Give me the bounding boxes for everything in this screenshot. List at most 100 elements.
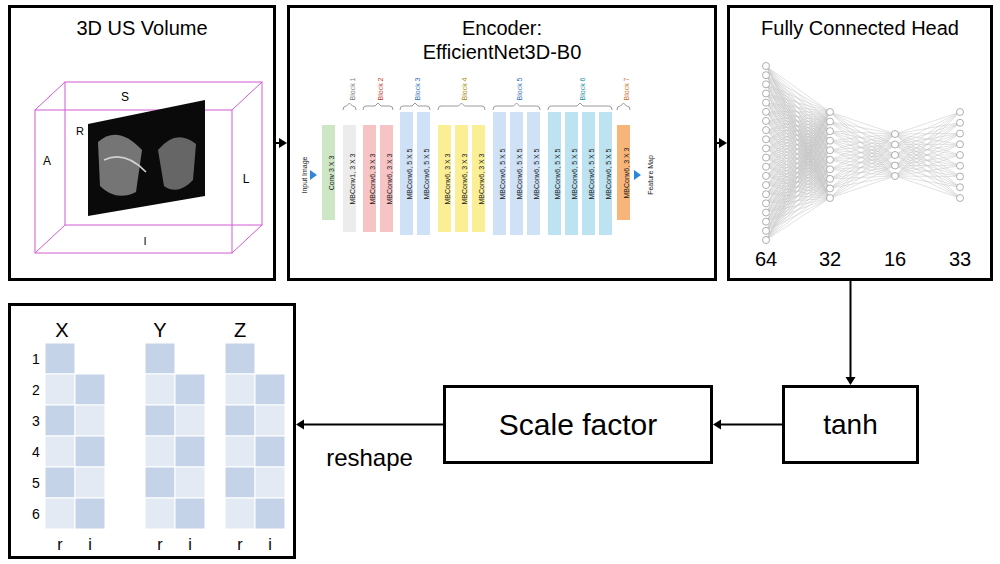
grid-cell — [45, 436, 75, 467]
block-brackets — [343, 103, 630, 110]
nn-weight — [830, 145, 895, 160]
nn-weight — [830, 176, 895, 188]
nn-neuron — [892, 162, 899, 169]
label-anchor: 2 — [32, 381, 40, 399]
nn-weight — [830, 134, 895, 141]
layer-bar: MBConv6, 3 X 3 — [617, 125, 630, 220]
label-anchor: r — [57, 536, 62, 554]
nn-neuron — [763, 108, 770, 115]
nn-weight — [830, 122, 895, 176]
nn-neuron — [763, 72, 770, 79]
node-text: MBConv6, 3 X 3 — [444, 153, 451, 204]
nn-weight — [766, 141, 830, 240]
text-anchor: MBConv6, 5 X 5 — [398, 148, 416, 199]
part-label: 5 — [32, 475, 40, 491]
layer-bar: MBConv6, 5 X 5 — [510, 112, 523, 235]
label-anchor: Block 4 — [453, 78, 471, 101]
part-label: i — [188, 536, 192, 553]
grid-cell — [145, 374, 175, 405]
grid-cell — [45, 498, 75, 529]
nn-neuron — [763, 227, 770, 234]
nn-weight — [895, 123, 960, 176]
grid-cell — [225, 467, 255, 498]
label-anchor: I — [142, 231, 147, 249]
block-label: Block 6 — [579, 78, 586, 101]
label-anchor: i — [188, 536, 192, 554]
label-anchor: 32 — [819, 249, 841, 270]
nn-neuron — [827, 109, 834, 116]
nn-weight — [895, 112, 960, 176]
nn-weight — [766, 112, 830, 240]
label-anchor: Block 1 — [341, 78, 359, 101]
grid-cell — [225, 405, 255, 436]
ultrasound-slice — [88, 100, 205, 216]
bracket — [363, 103, 393, 110]
grid-cell — [75, 405, 105, 436]
part-label: I — [142, 235, 147, 247]
part-label: R — [75, 125, 85, 137]
label-anchor: i — [88, 536, 92, 554]
arrowhead — [713, 420, 721, 430]
nn-neuron — [827, 118, 834, 125]
node-text: X — [55, 319, 68, 341]
panel-box: Fully Connected Head — [727, 5, 993, 281]
nn-weight — [830, 166, 895, 199]
label-anchor: r — [237, 536, 242, 554]
part-label: i — [268, 536, 272, 553]
bracket — [548, 103, 612, 110]
nn-neuron — [957, 195, 964, 202]
nn-weight — [766, 112, 830, 222]
nn-weight — [830, 155, 895, 188]
node-text: MBConv6, 3 X 3 — [386, 153, 393, 204]
ultrasound-plane — [88, 100, 205, 216]
ultrasound-echo — [104, 157, 146, 172]
text-anchor: MBConv6, 5 X 5 — [491, 148, 509, 199]
label-anchor: 5 — [32, 474, 40, 492]
nn-weight — [895, 166, 960, 199]
text-anchor: MBConv6, 3 X 3 — [436, 153, 454, 204]
part-label: 4 — [32, 444, 40, 460]
layer-bar: MBConv1, 3 X 3 — [343, 125, 356, 232]
text-anchor: MBConv6, 5 X 5 — [546, 148, 564, 199]
arrow-connector — [276, 138, 287, 148]
part-label: 64 — [755, 248, 777, 270]
process-box: tanh — [782, 385, 919, 464]
layer-bar: MBConv6, 3 X 3 — [380, 125, 393, 232]
nn-neuron — [892, 131, 899, 138]
text-anchor: MBConv1, 3 X 3 — [341, 153, 359, 204]
nn-neuron — [763, 127, 770, 134]
nn-neuron — [763, 90, 770, 97]
part-label: r — [157, 536, 162, 553]
nn-neuron — [827, 147, 834, 154]
cube-edge — [35, 225, 65, 253]
nn-neuron — [892, 141, 899, 148]
bracket — [438, 103, 485, 110]
block-label: Block 3 — [414, 78, 421, 101]
nn-weight — [766, 169, 830, 240]
nn-neuron — [892, 173, 899, 180]
arrow-connector — [296, 420, 443, 430]
grid-cell — [45, 343, 75, 374]
node-text: MBConv6, 3 X 3 — [478, 153, 485, 204]
text-anchor: MBConv6, 5 X 5 — [415, 148, 433, 199]
nn-weight — [895, 155, 960, 176]
arrow-connector — [846, 281, 856, 385]
node-text: Scale factor — [499, 408, 657, 442]
neural-network — [763, 63, 964, 244]
nn-neuron — [763, 163, 770, 170]
layer-bar: MBConv6, 5 X 5 — [548, 112, 561, 235]
label-anchor: 16 — [884, 249, 906, 270]
label-anchor: Block 7 — [615, 78, 633, 101]
cube-edge — [232, 225, 262, 253]
nn-neuron — [957, 141, 964, 148]
grid-cell — [255, 374, 285, 405]
ultrasound-tissue — [158, 137, 196, 190]
part-label: 2 — [32, 382, 40, 398]
nn-weight — [830, 166, 895, 189]
nn-weight — [895, 134, 960, 177]
bracket — [493, 103, 540, 110]
nn-weight — [830, 134, 895, 198]
nn-neuron — [763, 99, 770, 106]
